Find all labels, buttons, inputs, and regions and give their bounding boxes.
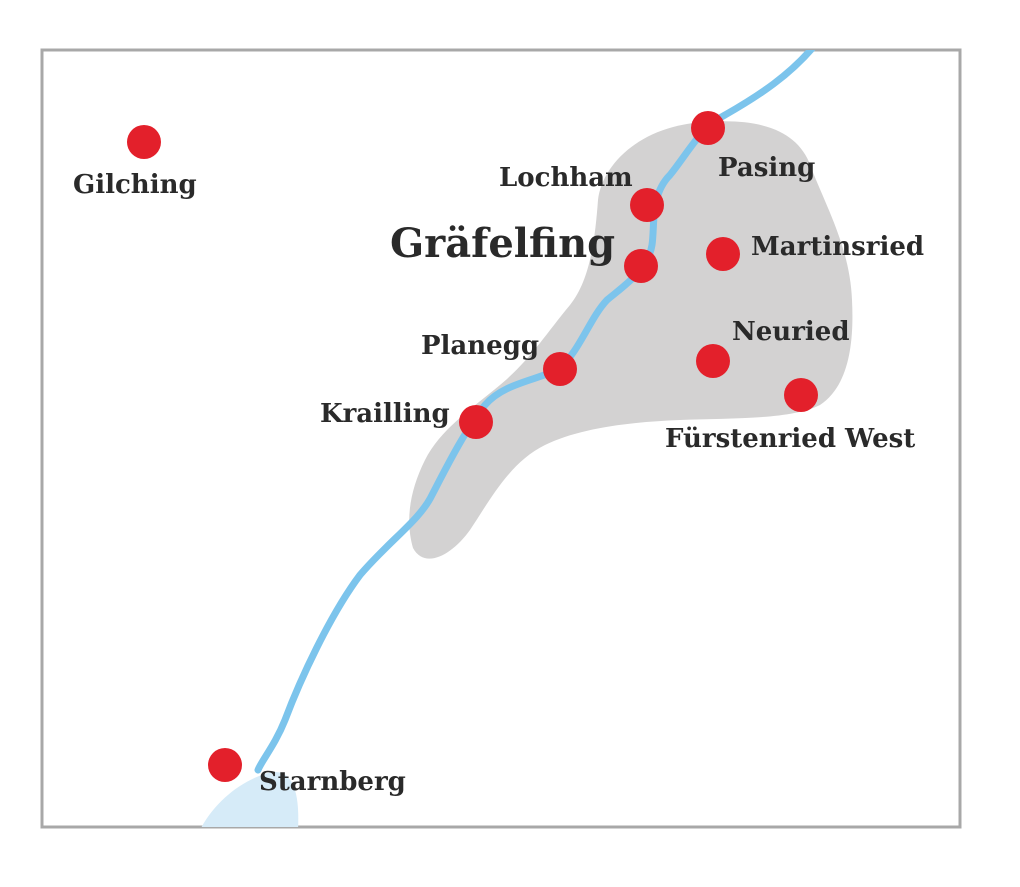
municipality-region: [409, 121, 853, 559]
place-marker-neuried: [696, 344, 730, 378]
place-label-neuried: Neuried: [732, 317, 850, 347]
place-marker-fuerstenried-west: [784, 378, 818, 412]
place-label-pasing: Pasing: [718, 153, 815, 183]
place-marker-starnberg: [208, 748, 242, 782]
lake: [201, 771, 299, 827]
place-marker-pasing: [691, 111, 725, 145]
place-label-lochham: Lochham: [499, 163, 633, 193]
place-marker-krailling: [459, 405, 493, 439]
place-marker-planegg: [543, 352, 577, 386]
place-label-planegg: Planegg: [421, 331, 539, 361]
place-marker-gilching: [127, 125, 161, 159]
place-label-fuerstenried-west: Fürstenried West: [665, 424, 915, 454]
place-label-krailling: Krailling: [320, 399, 450, 429]
place-marker-graefelfing: [624, 249, 658, 283]
place-label-graefelfing: Gräfelfing: [390, 220, 615, 267]
place-marker-martinsried: [706, 237, 740, 271]
place-label-starnberg: Starnberg: [259, 767, 406, 797]
place-label-gilching: Gilching: [73, 170, 197, 200]
place-label-martinsried: Martinsried: [751, 232, 924, 262]
place-marker-lochham: [630, 188, 664, 222]
